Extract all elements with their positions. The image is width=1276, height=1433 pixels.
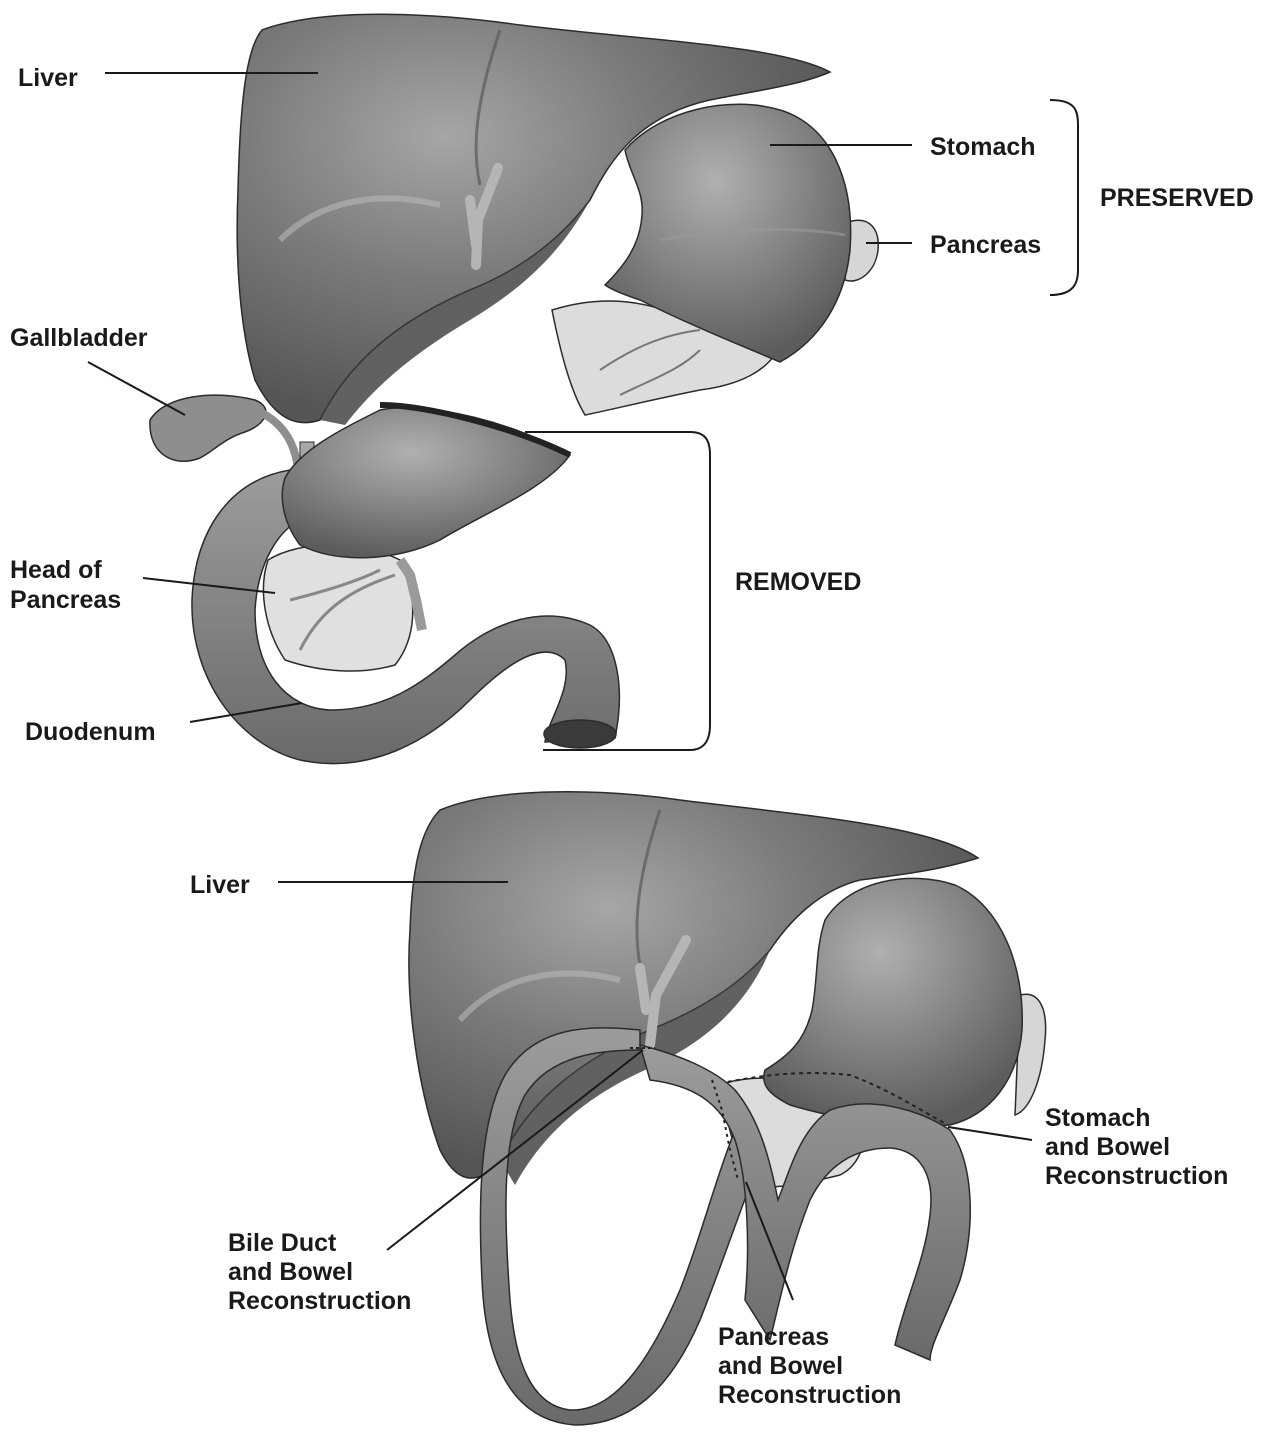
gallbladder-leader <box>88 362 185 415</box>
liver-top-label: Liver <box>18 64 78 92</box>
bottom-figure <box>278 792 1046 1425</box>
removed-label: REMOVED <box>735 568 861 596</box>
bile-duct-label-line3: Reconstruction <box>228 1287 411 1315</box>
gallbladder-label: Gallbladder <box>10 324 148 352</box>
top-figure <box>88 14 1078 763</box>
pancreas-bowel-label-line1: Pancreas <box>718 1323 829 1351</box>
duodenum-label: Duodenum <box>25 718 156 746</box>
stomach-bowel-leader <box>948 1127 1032 1140</box>
pancreas-bowel-label-line2: and Bowel <box>718 1352 843 1380</box>
preserved-label: PRESERVED <box>1100 184 1254 212</box>
preserved-bracket <box>1050 100 1078 295</box>
head-of-pancreas-label-line2: Pancreas <box>10 586 121 614</box>
liver-bottom-label: Liver <box>190 871 250 899</box>
stomach-bowel-label-line1: Stomach <box>1045 1104 1151 1132</box>
stomach-bowel-label-line3: Reconstruction <box>1045 1162 1228 1190</box>
bile-duct-label-line2: and Bowel <box>228 1258 353 1286</box>
pancreas-top-label: Pancreas <box>930 231 1041 259</box>
stomach-top-label: Stomach <box>930 133 1036 161</box>
pancreas-bowel-label-line3: Reconstruction <box>718 1381 901 1409</box>
removed-specimen <box>192 405 619 764</box>
bile-duct-label-line1: Bile Duct <box>228 1229 337 1257</box>
head-of-pancreas-label-line1: Head of <box>10 556 102 584</box>
stomach-bowel-label-line2: and Bowel <box>1045 1133 1170 1161</box>
